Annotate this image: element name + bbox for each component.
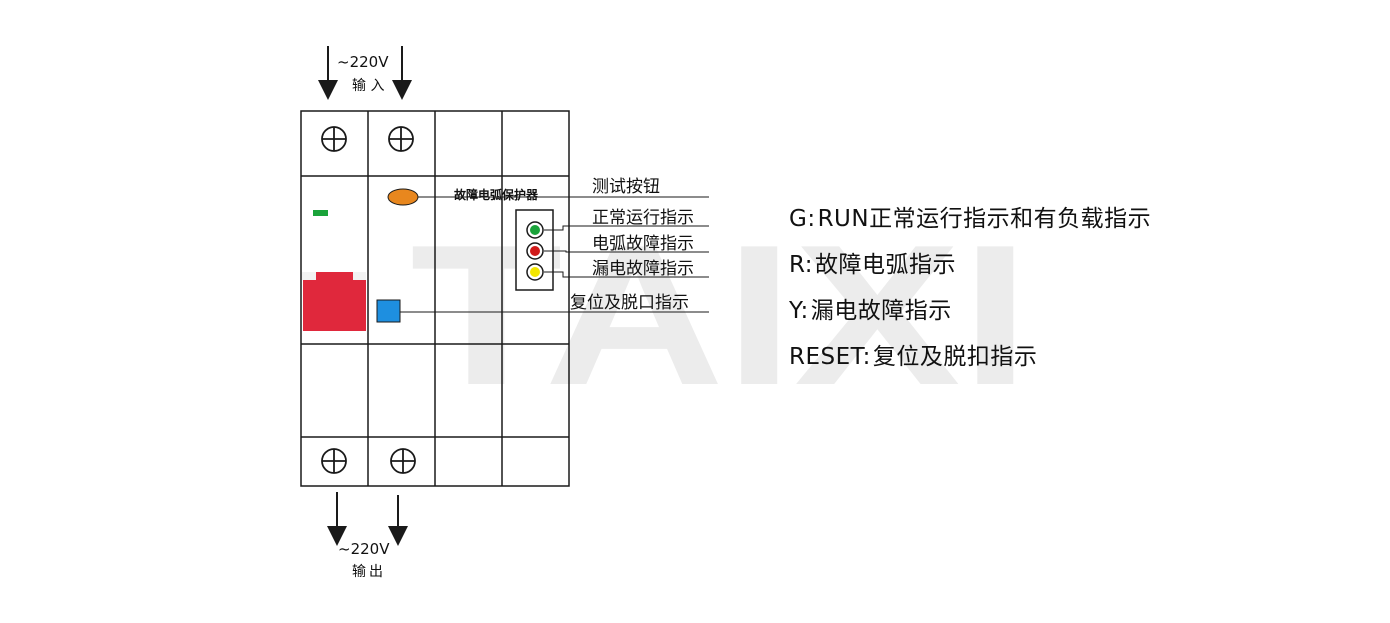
terminal-screw-icon xyxy=(321,448,347,474)
input-arrows xyxy=(318,46,412,100)
callout-leakage-indicator: 漏电故障指示 xyxy=(592,259,694,279)
callout-test-button: 测试按钮 xyxy=(592,177,660,197)
legend-text: 漏电故障指示 xyxy=(810,298,952,324)
legend-row-red: R:故障电弧指示 xyxy=(789,242,1151,288)
legend: G:RUN正常运行指示和有负载指示 R:故障电弧指示 Y:漏电故障指示 RESE… xyxy=(789,196,1151,380)
legend-key: Y: xyxy=(789,298,809,324)
legend-text: 复位及脱扣指示 xyxy=(872,344,1038,370)
leader-lines xyxy=(400,196,709,313)
output-label: 输出 xyxy=(352,564,386,580)
terminal-screw-icon xyxy=(321,126,347,152)
input-voltage-label: ~220V xyxy=(337,53,389,71)
legend-row-yellow: Y:漏电故障指示 xyxy=(789,288,1151,334)
output-voltage-label: ~220V xyxy=(338,540,390,558)
callout-run-indicator: 正常运行指示 xyxy=(592,208,694,228)
breaker-handle[interactable] xyxy=(302,272,366,331)
legend-row-green: G:RUN正常运行指示和有负载指示 xyxy=(789,196,1151,242)
yellow-led-icon xyxy=(526,263,544,281)
red-led-icon xyxy=(526,242,544,260)
terminal-screw-icon xyxy=(388,126,414,152)
legend-key: R: xyxy=(789,252,814,278)
input-label: 输 入 xyxy=(352,78,384,94)
terminal-screw-icon xyxy=(390,448,416,474)
legend-key: G: xyxy=(789,206,816,232)
watermark: TAIXI xyxy=(410,204,1030,427)
callout-arc-fault-indicator: 电弧故障指示 xyxy=(592,234,694,254)
output-arrows xyxy=(327,492,408,546)
reset-indicator[interactable] xyxy=(376,299,401,323)
legend-key: RESET: xyxy=(789,344,871,370)
legend-text: RUN正常运行指示和有负载指示 xyxy=(817,206,1152,232)
green-led-icon xyxy=(526,221,544,239)
small-green-indicator xyxy=(313,210,328,216)
legend-row-reset: RESET:复位及脱扣指示 xyxy=(789,334,1151,380)
legend-text: 故障电弧指示 xyxy=(815,252,957,278)
device-title: 故障电弧保护器 xyxy=(454,187,539,202)
breaker-body xyxy=(300,110,570,487)
test-button[interactable] xyxy=(387,188,419,206)
callout-reset-indicator: 复位及脱口指示 xyxy=(570,293,689,313)
